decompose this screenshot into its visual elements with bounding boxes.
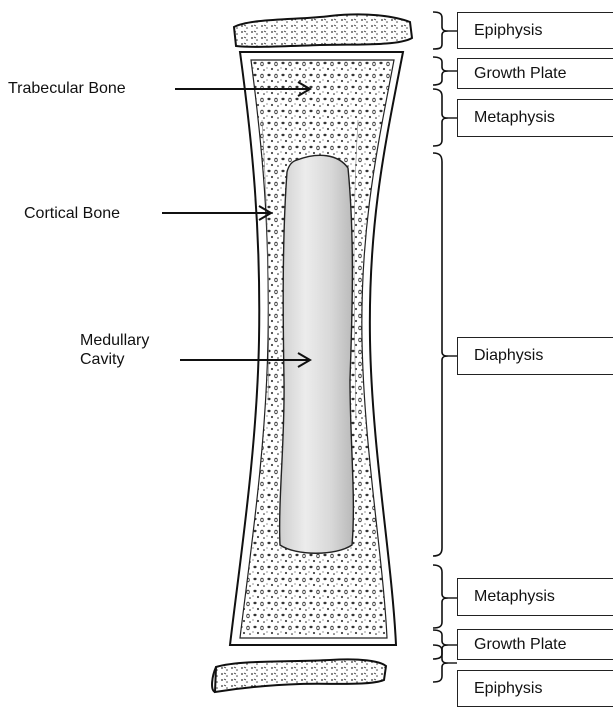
metaphysis-bottom-box: Metaphysis xyxy=(457,578,613,616)
growth-plate-top-box: Growth Plate xyxy=(457,58,613,89)
medullary-cavity-shape xyxy=(280,155,354,553)
medullary-cavity-label-line1: Medullary xyxy=(80,331,149,350)
epiphysis-bottom-label: Epiphysis xyxy=(474,680,542,698)
epiphysis-top-shape xyxy=(234,14,412,46)
epiphysis-bottom-box: Epiphysis xyxy=(457,670,613,707)
bracket-epiphysis-top xyxy=(433,12,448,49)
metaphysis-bottom-label: Metaphysis xyxy=(474,588,555,606)
bracket-growth-plate-top xyxy=(433,57,448,85)
epiphysis-top-box: Epiphysis xyxy=(457,12,613,49)
bracket-ticks xyxy=(448,31,457,663)
epiphysis-bottom-shape xyxy=(215,659,386,692)
epiphysis-top-label: Epiphysis xyxy=(474,22,542,40)
bracket-metaphysis-bottom xyxy=(433,565,448,628)
bracket-diaphysis xyxy=(433,153,448,556)
growth-plate-top-label: Growth Plate xyxy=(474,65,566,83)
bracket-epiphysis-bottom xyxy=(433,645,448,682)
diaphysis-box: Diaphysis xyxy=(457,337,613,375)
trabecular-bone-label: Trabecular Bone xyxy=(8,79,126,98)
bracket-metaphysis-top xyxy=(433,89,448,146)
medullary-cavity-label-line2: Cavity xyxy=(80,350,124,369)
growth-plate-bottom-box: Growth Plate xyxy=(457,629,613,660)
diaphysis-label: Diaphysis xyxy=(474,347,543,365)
region-brackets xyxy=(433,12,448,682)
growth-plate-bottom-label: Growth Plate xyxy=(474,636,566,654)
cortical-bone-label: Cortical Bone xyxy=(24,204,120,223)
metaphysis-top-label: Metaphysis xyxy=(474,109,555,127)
metaphysis-top-box: Metaphysis xyxy=(457,99,613,137)
